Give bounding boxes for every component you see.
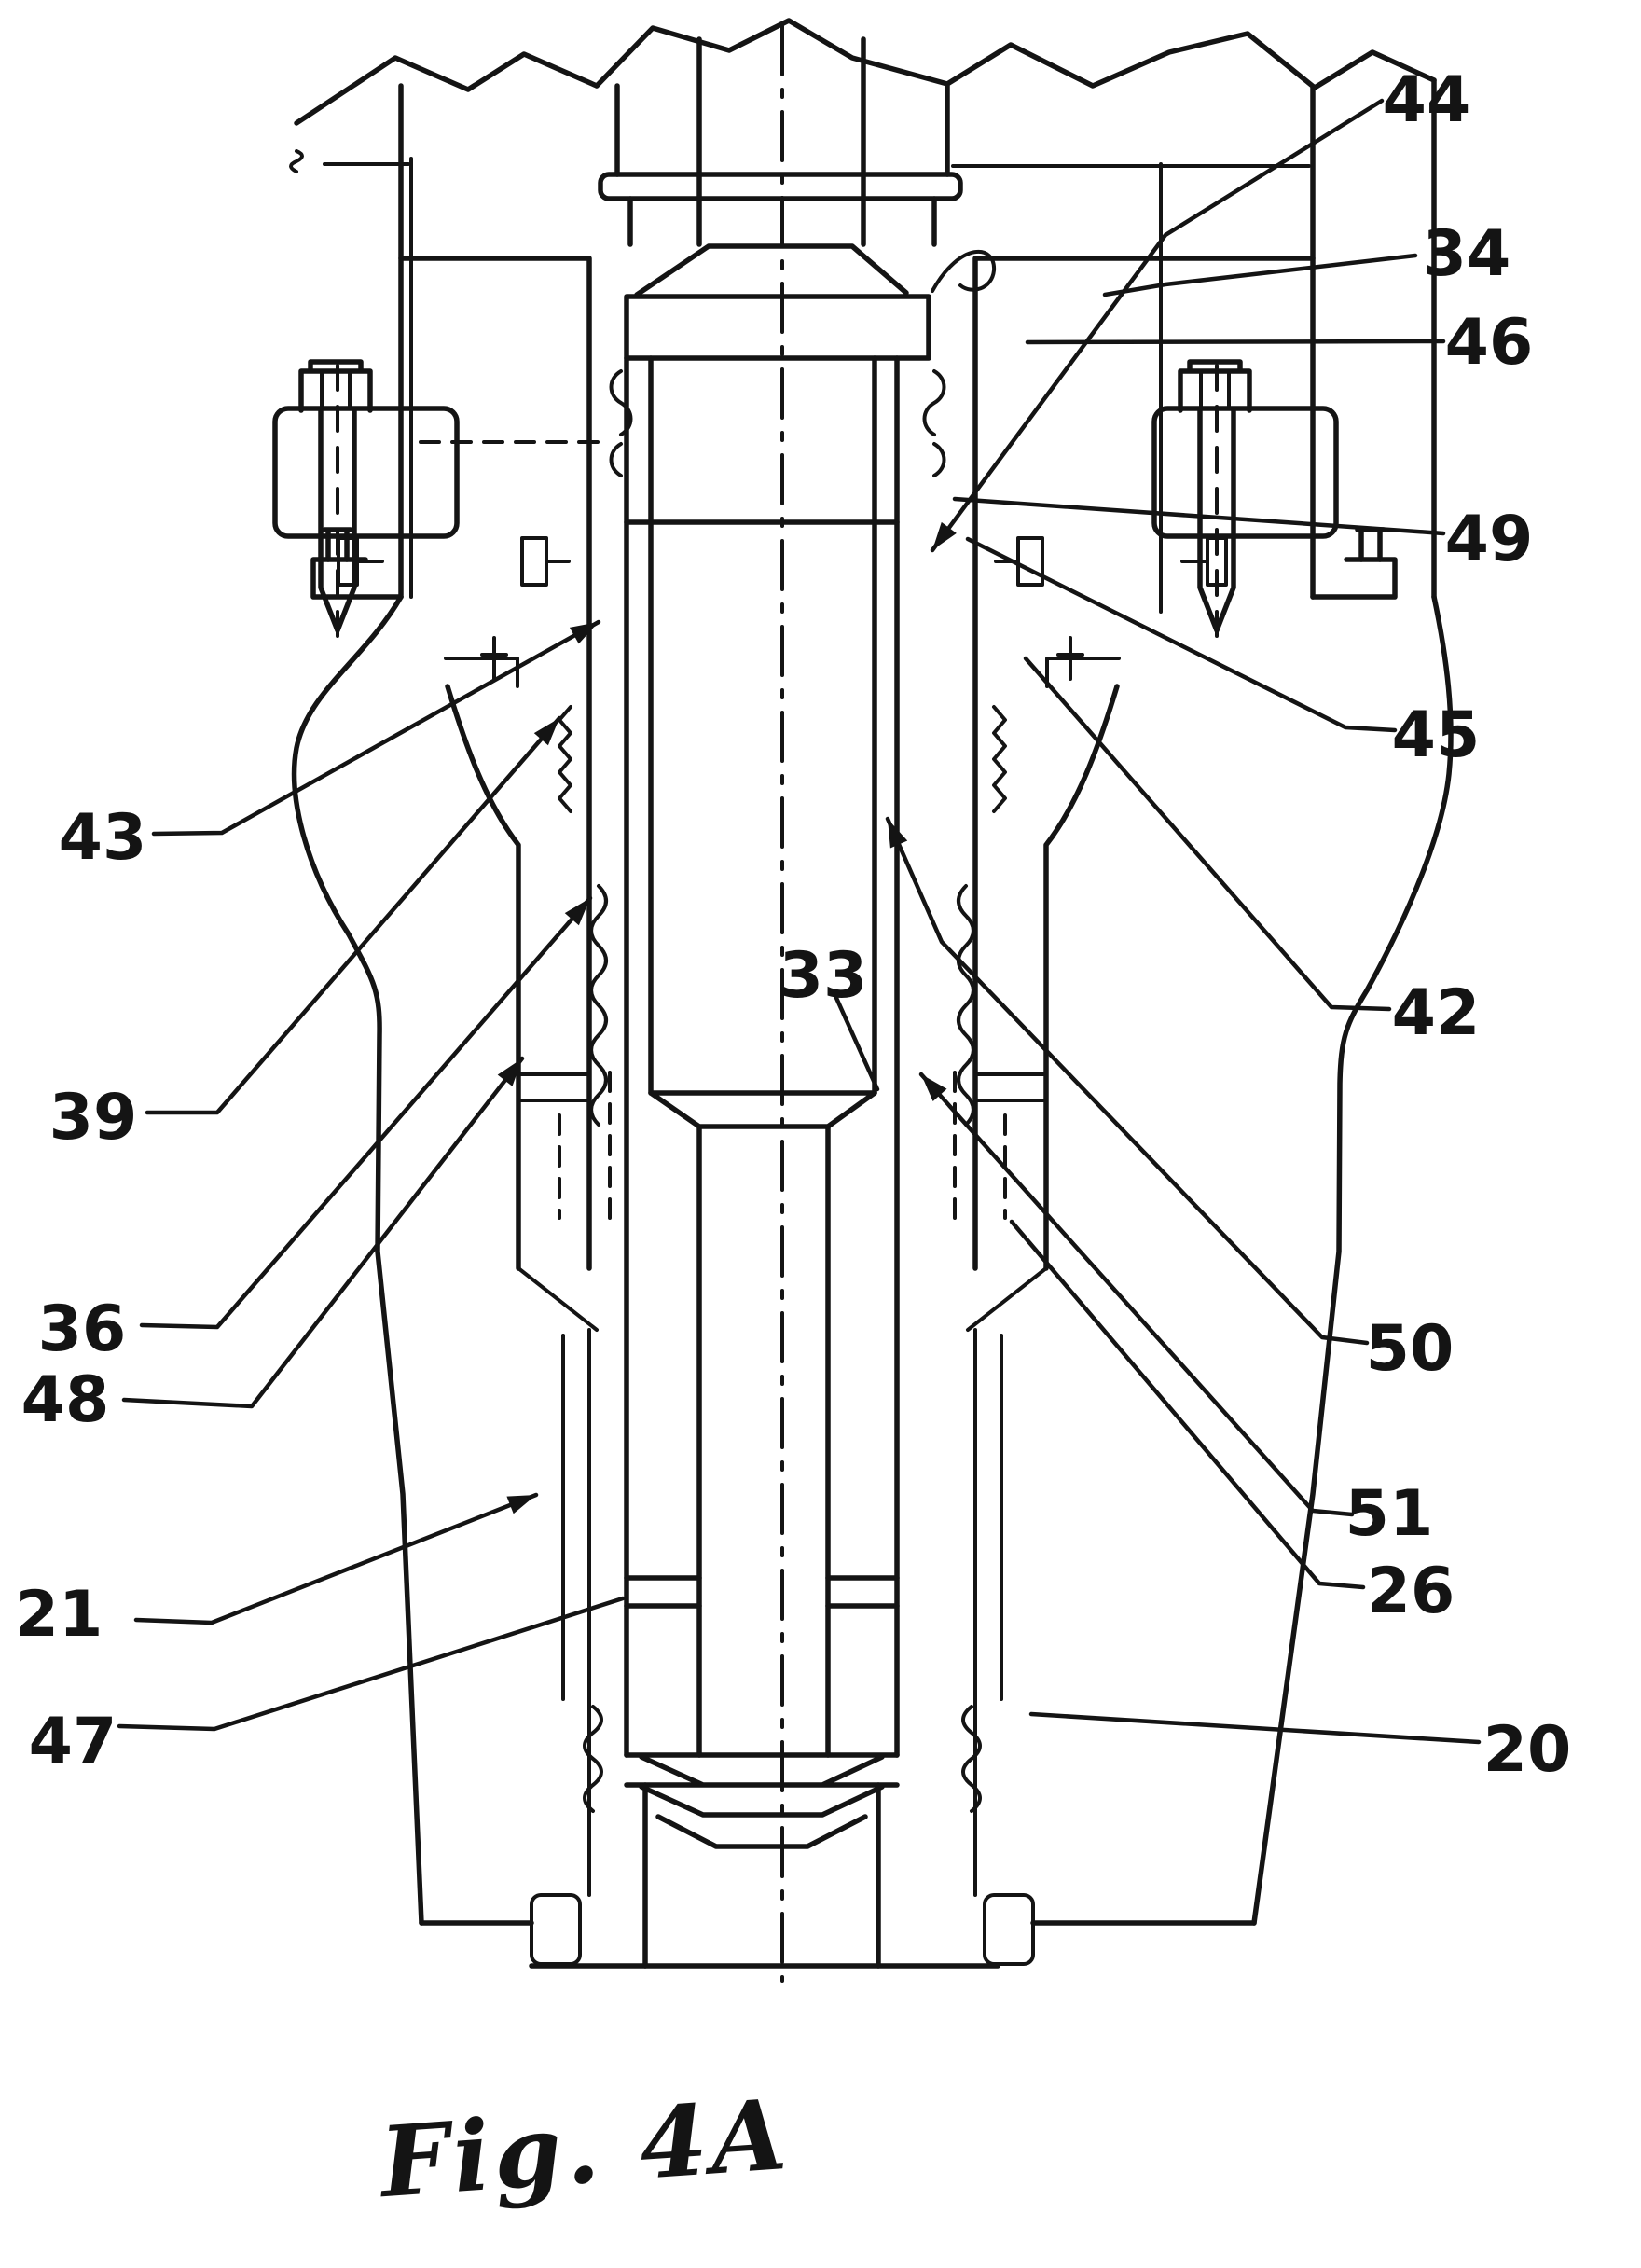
ref-label-43: 43 [59,801,147,875]
ref-label-39: 39 [49,1081,138,1155]
leader-arrowhead-39 [533,718,559,746]
ref-label-45: 45 [1392,698,1481,772]
ref-label-34: 34 [1423,217,1511,291]
figure-caption: Fig. 4A [374,2077,793,2220]
annulus-seals-right [953,536,1048,1966]
annulus-seals-left [517,536,612,1966]
leader-line-49 [952,496,1446,536]
leader-line-26 [1009,1219,1366,1590]
ref-label-44: 44 [1383,63,1471,137]
leader-line-21 [133,1492,539,1625]
leader-line-46 [1025,339,1446,345]
leader-arrowhead-51 [921,1074,947,1102]
leader-arrowhead-21 [506,1495,536,1514]
ref-label-33: 33 [779,939,868,1013]
leader-line-34 [1102,253,1418,297]
ref-label-46: 46 [1445,306,1534,380]
leader-line-39 [145,715,562,1115]
ref-label-21: 21 [15,1578,103,1652]
leader-line-47 [117,1596,626,1732]
leader-lines [117,98,1482,1745]
retainer-clip [931,249,997,293]
top-break-lines [294,18,1437,126]
ref-label-26: 26 [1367,1555,1455,1628]
leader-arrowhead-50 [888,819,908,849]
leader-line-48 [121,1056,525,1409]
bolted-clamp-left [272,359,460,643]
ref-label-36: 36 [38,1293,127,1366]
ref-label-47: 47 [29,1705,117,1778]
ref-label-20: 20 [1483,1713,1572,1787]
leader-line-42 [1023,656,1392,1012]
leader-line-51 [918,1072,1355,1517]
leader-arrowhead-44 [932,521,957,550]
leader-line-43 [151,619,601,837]
leader-arrowhead-43 [569,622,599,644]
leader-line-50 [885,816,1370,1346]
leader-arrowhead-48 [497,1058,522,1086]
outer-housing [289,77,1454,1969]
leader-line-20 [1028,1711,1482,1745]
leader-line-33 [834,995,880,1092]
ref-label-49: 49 [1445,503,1534,576]
ref-label-42: 42 [1392,976,1481,1050]
ref-label-50: 50 [1366,1312,1455,1386]
bolted-clamp-right [1151,359,1339,643]
leader-line-45 [965,536,1398,733]
leader-arrowhead-36 [564,898,590,926]
leader-line-36 [139,895,593,1330]
leader-line-44 [930,98,1385,553]
ref-label-48: 48 [21,1363,110,1437]
ref-label-51: 51 [1345,1477,1434,1551]
